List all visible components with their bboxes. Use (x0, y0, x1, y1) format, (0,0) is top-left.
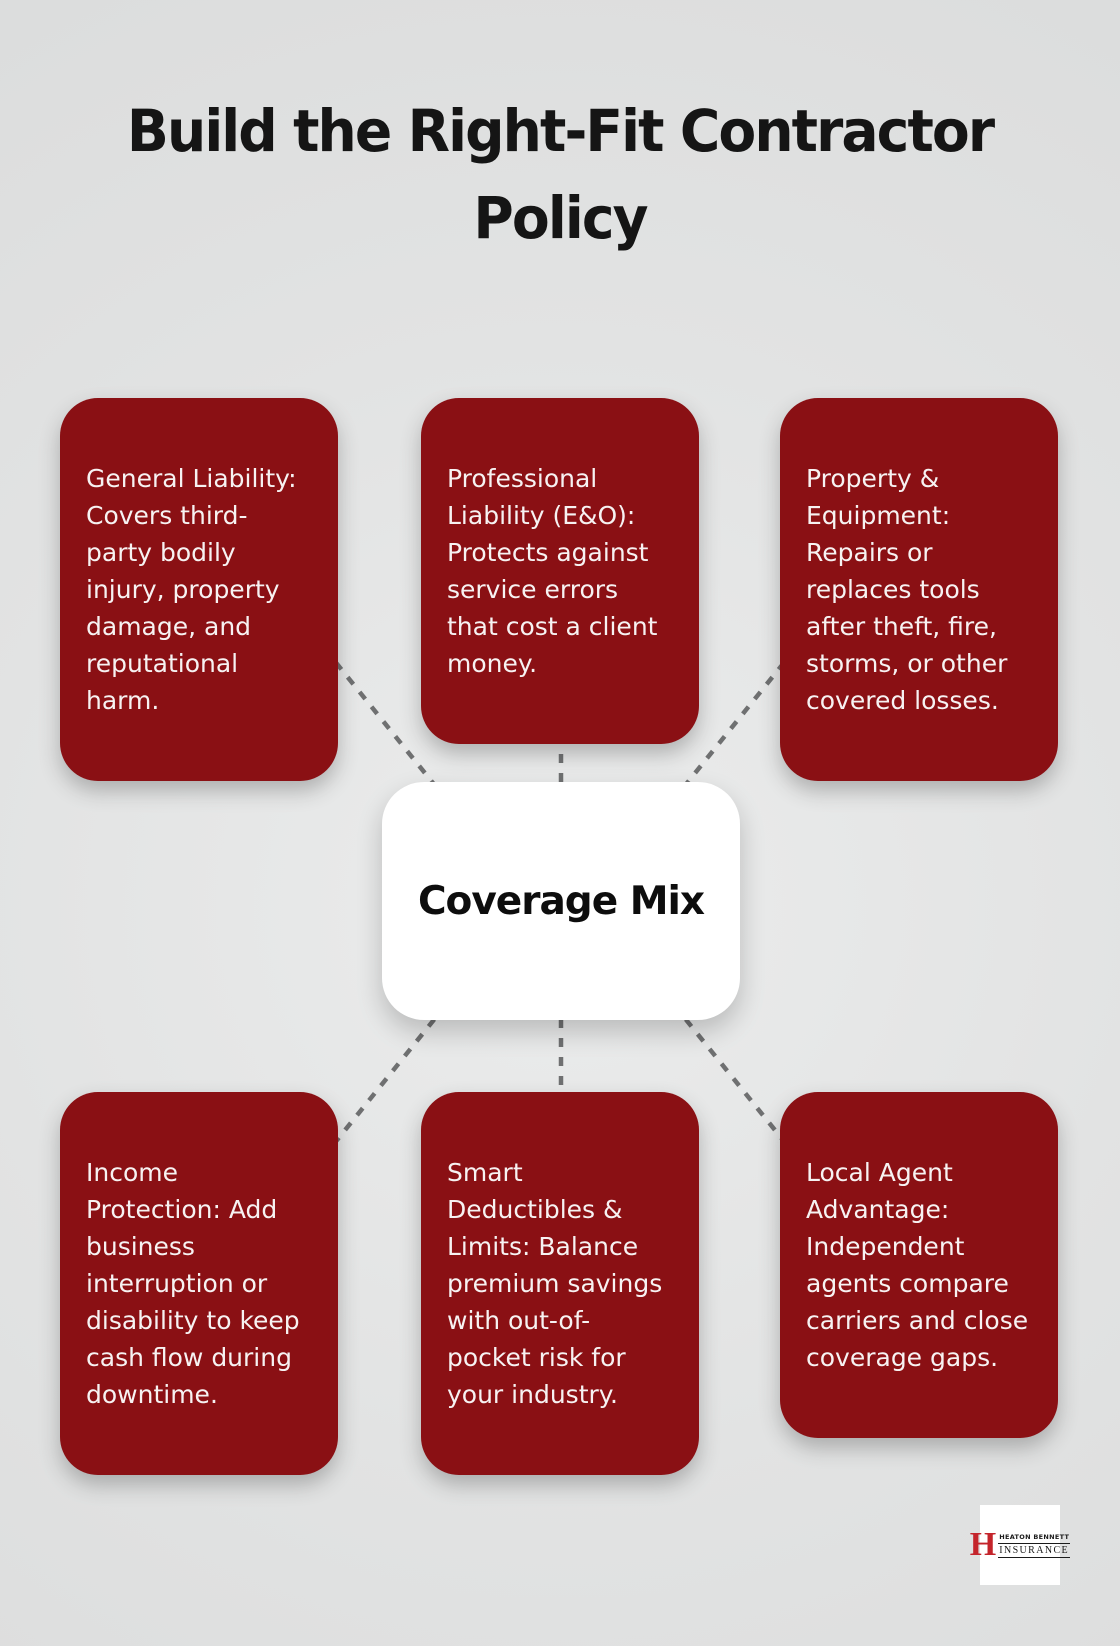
logo-text-block: HEATON BENNETT INSURANCE (998, 1532, 1071, 1558)
node-text: Income Protection: Add business interrup… (86, 1158, 300, 1409)
node-local-agent-advantage: Local Agent Advantage: Independent agent… (780, 1092, 1058, 1438)
node-smart-deductibles: Smart Deductibles & Limits: Balance prem… (421, 1092, 699, 1475)
logo-monogram: H (969, 1526, 997, 1563)
center-node-label: Coverage Mix (417, 878, 705, 924)
node-text: Professional Liability (E&O): Protects a… (447, 464, 658, 678)
node-text: General Liability: Covers third- party b… (86, 464, 297, 715)
node-income-protection: Income Protection: Add business interrup… (60, 1092, 338, 1475)
logo-word-insurance: INSURANCE (998, 1542, 1071, 1558)
page-title: Build the Right-Fit Contractor Policy (126, 97, 995, 252)
node-professional-liability: Professional Liability (E&O): Protects a… (421, 398, 699, 744)
node-general-liability: General Liability: Covers third- party b… (60, 398, 338, 781)
node-text: Local Agent Advantage: Independent agent… (806, 1158, 1029, 1372)
node-text: Smart Deductibles & Limits: Balance prem… (447, 1158, 663, 1409)
node-text: Property & Equipment: Repairs or replace… (806, 464, 1008, 715)
center-node-coverage-mix: Coverage Mix (382, 782, 740, 1020)
logo-company-name: HEATON BENNETT (999, 1532, 1070, 1541)
node-property-equipment: Property & Equipment: Repairs or replace… (780, 398, 1058, 781)
heaton-bennett-logo: H HEATON BENNETT INSURANCE (970, 1505, 1071, 1585)
